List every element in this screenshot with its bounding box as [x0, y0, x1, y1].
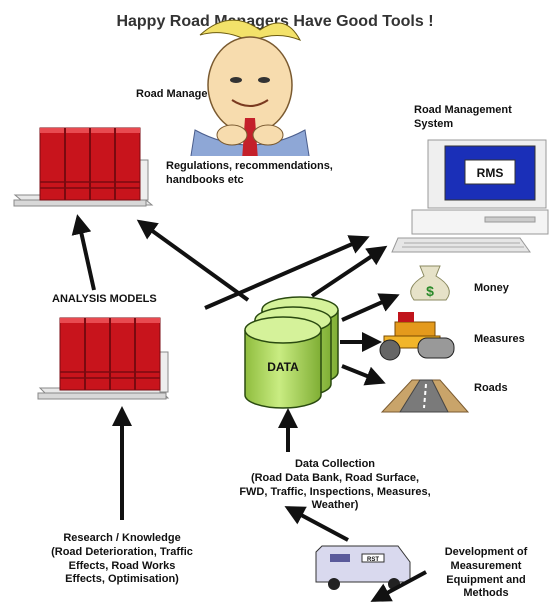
flow-arrows	[71, 214, 427, 602]
analysis-models-label: ANALYSIS MODELS	[52, 293, 157, 305]
arrow-data-to-rms	[310, 245, 388, 298]
arrow-data-to-regulations	[136, 219, 250, 302]
rms-computer: RMS	[391, 139, 549, 253]
arrow-money	[341, 293, 400, 322]
measurement-van-icon: RST	[315, 545, 411, 590]
money-bag-icon: $	[410, 265, 450, 301]
regulations-binders	[13, 127, 154, 207]
data-drums: DATA	[244, 296, 339, 409]
arrow-development-to-van	[370, 570, 427, 602]
regulations-label: Regulations, recommendations, handbooks …	[166, 160, 333, 186]
svg-text:RST: RST	[367, 557, 379, 563]
arrow-analysis-to-regulations	[71, 214, 96, 291]
svg-text:$: $	[426, 283, 434, 299]
road-roller-icon	[379, 312, 455, 361]
data-collection-label: Data Collection (Road Data Bank, Road Su…	[239, 458, 431, 512]
road-manager-figure	[189, 19, 311, 163]
rms-screen-text: RMS	[477, 166, 504, 180]
arrow-van-to-collection	[284, 506, 349, 542]
road-icon	[380, 379, 470, 413]
development-label: Development of Measurement Equipment and…	[444, 546, 528, 600]
money-label: Money	[474, 282, 509, 294]
analysis-binders	[37, 317, 170, 400]
road-manager-label: Road Manage	[136, 88, 208, 100]
arrow-analysis-to-rms	[204, 235, 370, 310]
data-label: DATA	[267, 360, 299, 374]
roads-label: Roads	[474, 382, 508, 394]
arrow-roads	[341, 364, 386, 386]
measures-label: Measures	[474, 333, 525, 345]
research-label: Research / Knowledge (Road Deterioration…	[51, 532, 193, 586]
diagram-title: Happy Road Managers Have Good Tools !	[116, 13, 434, 30]
rms-label: Road Management System	[414, 104, 512, 130]
regulations-backdrop	[160, 156, 385, 196]
